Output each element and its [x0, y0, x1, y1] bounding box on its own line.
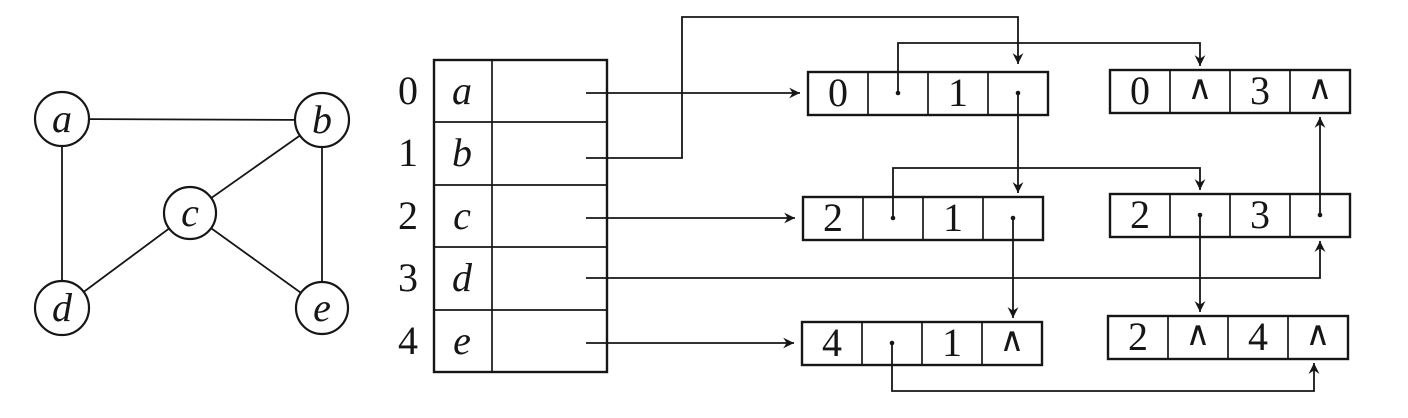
- table-row-4: 4 e: [398, 318, 471, 363]
- graph-edge-a-b: [61, 118, 323, 121]
- link-edge-0-1-link1-to-edge-0-3: [897, 42, 1206, 93]
- vertex1-cell: 4: [822, 320, 842, 365]
- vertex2-cell: 1: [948, 70, 968, 115]
- row-index: 1: [398, 130, 418, 175]
- vertex-label: c: [181, 190, 199, 235]
- vertex-label: e: [313, 285, 331, 330]
- graph-vertex-d: d: [33, 279, 91, 337]
- table-row-1: 1 b: [398, 130, 472, 175]
- link2-cell-null: ∧: [1306, 314, 1331, 354]
- graph-vertex-c: c: [162, 185, 218, 241]
- row-index: 2: [398, 193, 418, 238]
- link1-cell-null: ∧: [1186, 314, 1211, 354]
- edge-node-0-3: 0 ∧ 3 ∧: [1108, 68, 1352, 115]
- graph-vertex-a: a: [33, 90, 91, 148]
- row-vertex-label: a: [452, 68, 472, 113]
- vertex-circle: [294, 280, 350, 336]
- graph-drawing: a b c d e: [33, 90, 351, 337]
- graph-edge-c-e: [189, 212, 323, 309]
- vertex-circle: [162, 185, 218, 241]
- vertex-circle: [33, 279, 91, 337]
- graph-vertex-e: e: [294, 280, 350, 336]
- link1-cell-null: ∧: [1188, 68, 1213, 108]
- vertex1-cell: 2: [1130, 192, 1150, 237]
- vertex-array: 0 a 1 b 2 c 3 d 4 e: [398, 58, 609, 374]
- edge-node-4-1: 4 1 ∧: [800, 320, 1044, 367]
- table-row-0: 0 a: [398, 68, 472, 113]
- graph-vertex-b: b: [293, 91, 351, 149]
- vertex1-cell: 0: [1130, 68, 1150, 113]
- table-row-3: 3 d: [398, 255, 473, 300]
- row-vertex-label: c: [453, 193, 471, 238]
- pointer-origin-dot: [1317, 212, 1323, 218]
- vertex2-cell: 4: [1248, 314, 1268, 359]
- vertex-array-border: [432, 58, 609, 374]
- vertex1-cell: 2: [1128, 314, 1148, 359]
- row-vertex-label: d: [452, 255, 473, 300]
- pointer-origin-dot: [1197, 212, 1203, 218]
- edge-node-0-1: 0 1: [806, 70, 1050, 117]
- link-edge-4-1-link1-to-edge-2-4: [891, 343, 1320, 392]
- row-index: 4: [398, 318, 418, 363]
- vertex2-cell: 3: [1250, 192, 1270, 237]
- pointer-arrows: [586, 16, 1326, 392]
- pointer-origin-dot: [1015, 90, 1021, 96]
- vertex2-cell: 3: [1250, 68, 1270, 113]
- vertex1-cell: 0: [828, 70, 848, 115]
- pointer-origin-dot: [895, 90, 901, 96]
- vertex1-cell: 2: [823, 195, 843, 240]
- head-pointer-3-to-edge-2-3: [586, 241, 1326, 279]
- pointer-origin-dot: [890, 215, 896, 221]
- row-vertex-label: e: [453, 318, 471, 363]
- link-edge-2-1-link1-to-edge-2-3: [892, 167, 1206, 218]
- row-vertex-label: b: [452, 130, 472, 175]
- edge-node-2-1: 2 1: [801, 195, 1045, 242]
- vertex-label: d: [52, 285, 73, 330]
- vertex-circle: [33, 90, 91, 148]
- vertex-circle: [293, 91, 351, 149]
- vertex-label: a: [52, 96, 72, 141]
- table-row-2: 2 c: [398, 193, 471, 238]
- link2-cell-null: ∧: [1308, 68, 1333, 108]
- vertex-label: b: [312, 97, 332, 142]
- edge-node-2-3: 2 3: [1108, 192, 1352, 239]
- pointer-origin-dot: [1010, 215, 1016, 221]
- vertex2-cell: 1: [942, 320, 962, 365]
- edge-node-2-4: 2 ∧ 4 ∧: [1106, 314, 1350, 361]
- row-index: 0: [398, 68, 418, 113]
- pointer-origin-dot: [889, 340, 895, 346]
- link2-cell-null: ∧: [1000, 320, 1025, 360]
- head-pointer-1-to-edge-0-1: [586, 16, 1024, 159]
- row-index: 3: [398, 255, 418, 300]
- vertex2-cell: 1: [943, 195, 963, 240]
